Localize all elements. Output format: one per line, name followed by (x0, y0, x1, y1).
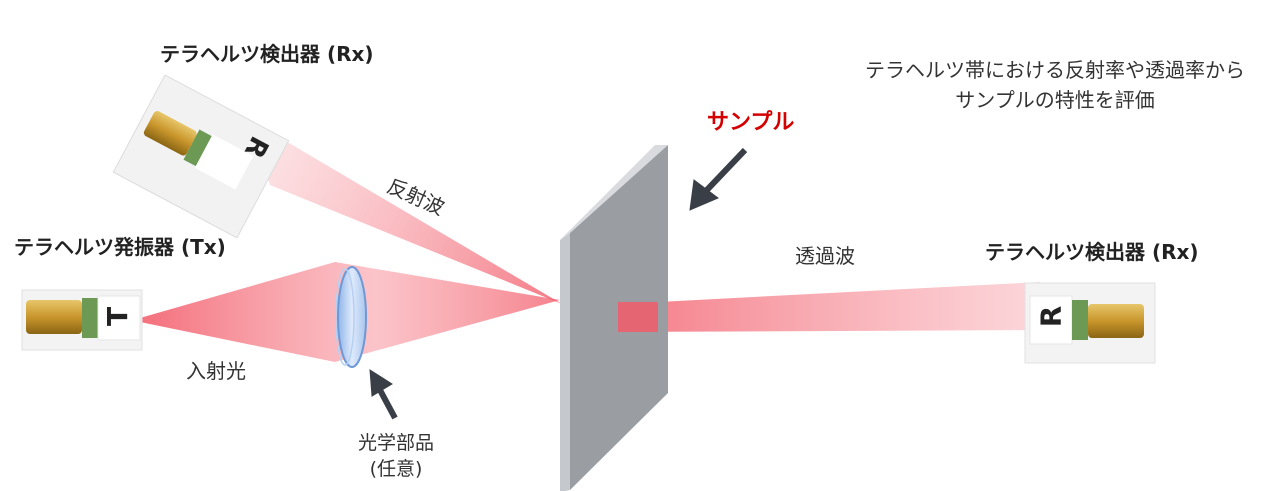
detector-right-tag: R (1034, 305, 1068, 328)
note-text: テラヘルツ帯における反射率や透過率から サンプルの特性を評価 (845, 55, 1265, 115)
reflected-beam (250, 120, 562, 304)
detector-top-label: テラヘルツ検出器 (Rx) (160, 42, 374, 66)
sample-label: サンプル (707, 110, 795, 135)
transmitted-beam-origin (618, 302, 658, 332)
optics-label-line1: 光学部品 (358, 432, 435, 454)
optics-label-line2: (任意) (369, 458, 423, 480)
optics-arrow-icon (369, 369, 398, 420)
incident-light-label: 入射光 (186, 359, 246, 383)
detector-right-device (1024, 282, 1156, 364)
lens-icon (335, 266, 367, 368)
note-line2: サンプルの特性を評価 (955, 88, 1155, 112)
emitter-tag: T (101, 306, 135, 327)
emitter-label: テラヘルツ発振器 (Tx) (14, 235, 226, 259)
transmitted-beam (620, 282, 1040, 332)
note-line1: テラヘルツ帯における反射率や透過率から (865, 58, 1245, 82)
emitter-device (21, 289, 143, 351)
transmitted-wave-label: 透過波 (795, 244, 855, 268)
optics-label: 光学部品 (任意) (358, 430, 434, 482)
detector-right-label: テラヘルツ検出器 (Rx) (985, 240, 1199, 264)
detector-top-device (112, 74, 290, 239)
sample-arrow-icon (689, 147, 748, 211)
